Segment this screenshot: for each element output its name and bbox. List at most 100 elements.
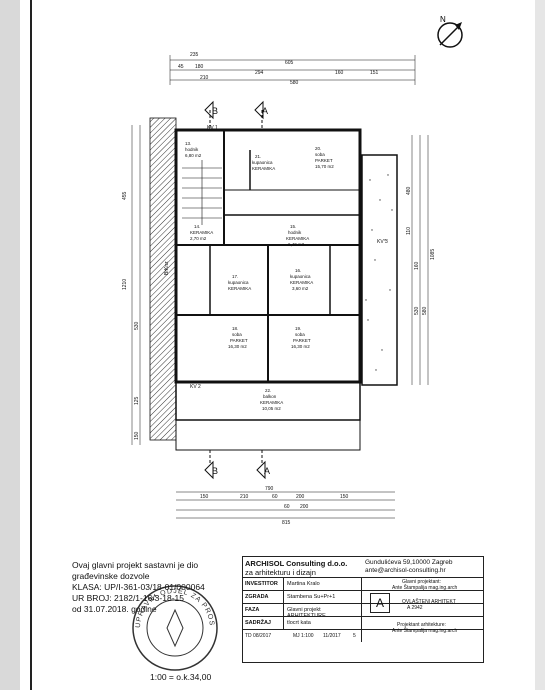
page-edge-left — [0, 0, 20, 690]
left-dimensions: 455 1210 530 125 150 — [122, 125, 141, 445]
scale-note: 1:00 = o.k.34,00 — [150, 672, 212, 682]
svg-text:15,70 m2: 15,70 m2 — [315, 164, 334, 169]
kv-labels: KV 1 KV 2 KV 3 — [190, 125, 388, 390]
stair-label: BrKnz — [164, 261, 170, 275]
svg-text:balkon: balkon — [263, 394, 277, 399]
svg-text:hodnik: hodnik — [288, 230, 302, 235]
page-edge-right — [535, 0, 545, 690]
section-a-top: A — [262, 106, 268, 116]
svg-text:16.: 16. — [295, 268, 301, 273]
dim-top-180: 180 — [195, 64, 204, 70]
svg-text:15.: 15. — [290, 224, 296, 229]
svg-text:hodnik: hodnik — [185, 147, 199, 152]
neighbour-wall — [149, 117, 177, 441]
top-dimensions: 235 605 45 180 294 160 151 210 580 — [169, 52, 416, 86]
svg-text:6,40 m2: 6,40 m2 — [288, 242, 305, 247]
svg-text:soba: soba — [295, 332, 305, 337]
dim-bottom-150a: 150 — [200, 494, 209, 500]
title-block: ARCHISOL Consulting d.o.o. za arhitektur… — [242, 556, 484, 663]
svg-text:KV 1: KV 1 — [207, 125, 218, 131]
dim-right-530: 530 — [414, 306, 420, 315]
dim-bottom-790: 790 — [265, 486, 274, 492]
svg-text:14.: 14. — [194, 224, 200, 229]
dim-right-110: 110 — [406, 227, 412, 235]
dim-top-160: 160 — [335, 70, 344, 76]
svg-text:KERAMIKA: KERAMIKA — [260, 400, 283, 405]
dim-top-210: 210 — [200, 75, 209, 81]
svg-text:kupaonica: kupaonica — [252, 160, 273, 165]
svg-text:KERAMIKA: KERAMIKA — [290, 280, 313, 285]
north-label: N — [440, 15, 446, 24]
terrace-fill — [365, 174, 393, 371]
svg-text:10,05 m2: 10,05 m2 — [262, 406, 281, 411]
dim-right-580: 580 — [422, 306, 428, 315]
dim-bottom-200: 200 — [296, 494, 305, 500]
svg-text:17.: 17. — [232, 274, 238, 279]
svg-text:PARKET: PARKET — [230, 338, 248, 343]
svg-text:21.: 21. — [255, 154, 261, 159]
svg-text:PARKET: PARKET — [293, 338, 311, 343]
dim-top-580: 580 — [290, 80, 299, 86]
svg-text:soba: soba — [232, 332, 242, 337]
svg-text:kupaonica: kupaonica — [228, 280, 249, 285]
paper — [30, 0, 502, 690]
dim-left-125: 125 — [134, 396, 140, 405]
svg-text:KV 3: KV 3 — [377, 239, 388, 245]
firm-address: Gundulićeva 59,10000 Zagreb ante@archiso… — [365, 559, 453, 574]
svg-text:soba: soba — [315, 152, 325, 157]
section-b-top: B — [212, 106, 218, 116]
svg-text:2,70 m2: 2,70 m2 — [190, 236, 207, 241]
dim-bottom-210: 210 — [240, 494, 249, 500]
dim-left-530: 530 — [134, 321, 140, 330]
right-dimensions: 480 110 160 530 580 1085 — [406, 135, 436, 385]
svg-text:16,30 m2: 16,30 m2 — [291, 344, 310, 349]
svg-text:18.: 18. — [232, 326, 238, 331]
svg-text:22.: 22. — [265, 388, 271, 393]
bottom-dimensions: 790 150 210 60 200 150 60 200 815 — [176, 486, 395, 526]
dim-left-455: 455 — [122, 191, 128, 200]
svg-text:6,80 m2: 6,80 m2 — [185, 153, 202, 158]
walls — [174, 128, 398, 451]
section-markers: B A B A — [204, 100, 270, 480]
dim-top-294: 294 — [255, 70, 264, 76]
dim-left-1210: 1210 — [122, 279, 128, 290]
architect-stamp: A — [370, 593, 390, 613]
dim-top-45: 45 — [178, 64, 184, 70]
svg-text:KERAMIKA: KERAMIKA — [190, 230, 213, 235]
dim-bottom-200b: 200 — [300, 504, 309, 510]
firm-name: ARCHISOL Consulting d.o.o. za arhitektur… — [245, 559, 348, 577]
svg-text:KERAMIKA: KERAMIKA — [228, 286, 251, 291]
dim-bottom-60b: 60 — [284, 504, 290, 510]
row-zgrada: ZGRADA Stambena Su+Pr+1 — [243, 590, 483, 604]
dim-right-1085: 1085 — [430, 249, 436, 260]
dim-top-605: 605 — [285, 60, 294, 66]
svg-text:KERAMIKA: KERAMIKA — [286, 236, 309, 241]
north-arrow-icon: N — [437, 15, 463, 48]
row-sheet-info: TD 08/2017 MJ 1:100 11/2017 5 — [243, 629, 483, 662]
dim-right-480: 480 — [406, 186, 412, 195]
svg-text:kupaonica: kupaonica — [290, 274, 311, 279]
row-sadrzaj: SADRŽAJ tlocrt kata — [243, 616, 483, 630]
svg-text:16,30 m2: 16,30 m2 — [228, 344, 247, 349]
dim-left-150: 150 — [134, 431, 140, 440]
svg-text:KERAMIKA: KERAMIKA — [252, 166, 275, 171]
staircase — [182, 160, 222, 225]
dim-bottom-60: 60 — [272, 494, 278, 500]
designer-box: Glavni projektant: Ante Štampalija mag.i… — [361, 577, 483, 642]
svg-text:PARKET: PARKET — [315, 158, 333, 163]
dim-top-151: 151 — [370, 70, 379, 76]
dim-right-160: 160 — [414, 261, 420, 270]
section-a-bottom: A — [264, 466, 270, 476]
row-investitor: INVESTITOR Martina Kralo — [243, 577, 483, 591]
svg-text:13.: 13. — [185, 141, 191, 146]
dim-top-235: 235 — [190, 52, 199, 58]
svg-text:20.: 20. — [315, 146, 321, 151]
room-labels: 13. hodnik 6,80 m2 20. soba PARKET 15,70… — [185, 141, 334, 411]
dim-bottom-150b: 150 — [340, 494, 349, 500]
dim-bottom-815: 815 — [282, 520, 291, 526]
svg-text:KV 2: KV 2 — [190, 384, 201, 390]
svg-text:3,60 m2: 3,60 m2 — [292, 286, 309, 291]
svg-text:19.: 19. — [295, 326, 301, 331]
